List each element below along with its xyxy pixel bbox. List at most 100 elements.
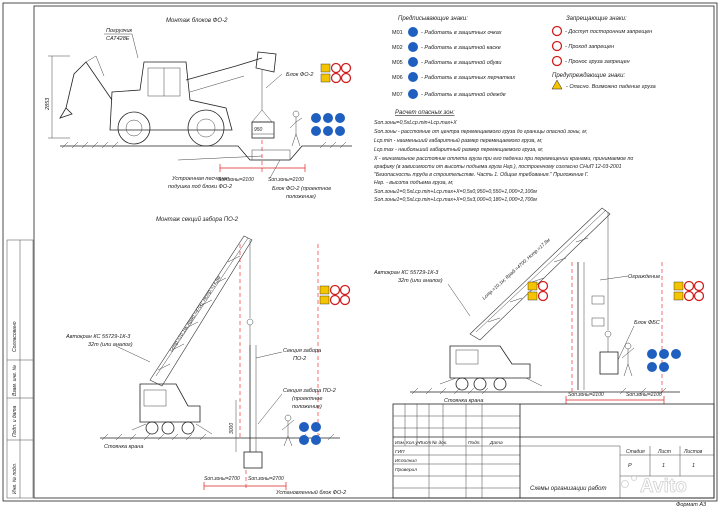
sand-cushion-label-2: подушка под блоки ФО-2 bbox=[168, 184, 232, 190]
calc-line-5: X - минимальное расстояние отлета груза … bbox=[373, 156, 633, 162]
warning-text: - Опасно. Возможно падение груза bbox=[566, 84, 656, 90]
prohibition-1: - Доступ посторонним запрещен bbox=[565, 29, 652, 35]
loader-drawing bbox=[48, 51, 277, 147]
sign-text-3: - Работать в защитной обуви bbox=[421, 59, 501, 66]
watermark-text: Avito bbox=[640, 476, 687, 497]
sign-cluster-top bbox=[311, 62, 352, 136]
crane-left-label: Автокран КС 55729-1К-3 bbox=[65, 334, 131, 340]
crane-stand-left: Стоянка крана bbox=[104, 444, 143, 450]
sign-text-4: - Работать в защитных перчатках bbox=[421, 75, 515, 81]
calc-line-2: Sоп.зоны - расстояние от центра перемеща… bbox=[374, 128, 588, 135]
tb-header-date: Дата bbox=[489, 440, 503, 446]
tb-header-change: Изм. bbox=[395, 440, 405, 446]
calc-line-1: Sоп.зоны=0,5хLср.min+Lср.max+X bbox=[374, 120, 457, 126]
sign-text-5: - Работать в защитной одежде bbox=[421, 91, 506, 98]
block-design-label: Блок ФО-2 (проектное bbox=[272, 186, 331, 192]
tb-header-sheet: Лист bbox=[418, 440, 431, 446]
calc-line-9: Sоп.зоны1=0,5хLср.min+Lср.max+X=0,5х0,95… bbox=[374, 189, 537, 195]
prohibition-2: - Проход запрещен bbox=[565, 44, 614, 50]
prohibition-list: - Доступ посторонним запрещен - Проход з… bbox=[551, 25, 652, 67]
tb-stage-label: Стадия bbox=[626, 449, 645, 455]
sign-code-5: М07 bbox=[392, 92, 403, 98]
sign-cluster-mid-left bbox=[299, 284, 351, 445]
sign-cluster-right bbox=[527, 280, 705, 372]
right-crane-drawing bbox=[410, 207, 680, 404]
gloves-icon bbox=[408, 72, 418, 82]
watermark: Avito bbox=[621, 475, 687, 497]
block-design-label-2: положение) bbox=[286, 194, 316, 200]
no-passage-icon bbox=[551, 40, 563, 52]
prohibition-3: - Пронос груза запрещен bbox=[565, 59, 630, 65]
left-crane-drawing bbox=[100, 235, 340, 490]
fbs-label: Блок ФБС bbox=[634, 320, 660, 326]
sheet-format: Формат А3 bbox=[676, 502, 707, 508]
tb-sheets-value: 1 bbox=[692, 463, 695, 469]
zone-top-2: Sоп.зоны=2100 bbox=[268, 177, 304, 183]
sand-cushion-label: Устроенная песчаная bbox=[171, 176, 229, 182]
sheet-frame bbox=[2, 2, 718, 502]
falling-load-icon bbox=[551, 79, 563, 90]
side-stamp: Согласовано Взам. инв. № Подп. и дата Ин… bbox=[6, 239, 34, 499]
helmet-icon bbox=[408, 42, 418, 52]
top-section-title: Монтаж блоков ФО-2 bbox=[166, 18, 228, 24]
fence-design-label-3: положение) bbox=[292, 404, 322, 410]
sign-code-2: М02 bbox=[392, 45, 403, 51]
loader-model: CAT428E bbox=[106, 36, 130, 42]
inner-frame bbox=[33, 5, 715, 499]
top-ground bbox=[60, 70, 352, 179]
tb-sheet-value: 1 bbox=[662, 463, 665, 469]
sign-text-1: - Работать в защитных очках bbox=[421, 30, 502, 36]
zone-top-1: Sоп.зоны=2100 bbox=[218, 177, 254, 183]
tb-stage-value: Р bbox=[628, 463, 632, 469]
calc-title: Расчет опасных зон: bbox=[395, 110, 455, 116]
calc-line-6: графику (в зависимости от высоты подъема… bbox=[374, 164, 622, 170]
stamp-inventory: Инв. № подл. bbox=[12, 463, 18, 494]
no-carry-icon bbox=[551, 55, 563, 67]
crane-left-label-2: 32т (или аналог) bbox=[88, 342, 133, 348]
tb-sheets-label: Листов bbox=[683, 449, 703, 455]
calc-line-8: Нгр. - высота подъема груза, м; bbox=[374, 180, 454, 186]
no-entry-icon bbox=[551, 25, 563, 37]
dim-950: 950 bbox=[254, 127, 263, 133]
loader-label: Погрузчик bbox=[106, 28, 133, 34]
fence-design-label: Секция забора ПО-2 bbox=[283, 388, 336, 394]
clothing-icon bbox=[408, 89, 418, 99]
calc-line-7: "Безопасность труда в строительстве. Час… bbox=[374, 172, 589, 178]
dim-3000: 3000 bbox=[229, 423, 235, 434]
warning-title: Предупреждающие знаки: bbox=[552, 73, 625, 79]
crane-stand-right: Стоянка крана bbox=[444, 398, 483, 404]
zone-right-2: Sоп.зоны=2100 bbox=[626, 392, 662, 398]
block-fo2-label: Блок ФО-2 bbox=[286, 72, 313, 78]
fence-section-label-2: ПО-2 bbox=[293, 356, 306, 362]
sign-text-2: - Работать в защитной каске bbox=[421, 44, 501, 51]
prohibition-title: Запрещающие знаки: bbox=[566, 16, 627, 22]
prescriptive-title: Предписывающие знаки: bbox=[398, 16, 468, 22]
dim-height: 2853 bbox=[45, 97, 51, 111]
zone-left-2: Sоп.зоны=2700 bbox=[248, 476, 284, 482]
calc-line-3: Lср.min - наименьший габаритный размер п… bbox=[374, 137, 543, 144]
sign-code-4: М06 bbox=[392, 75, 403, 81]
sign-code-3: М05 bbox=[392, 60, 403, 66]
tb-row-executor: Исполнил bbox=[395, 458, 417, 464]
stamp-replace: Взам. инв. № bbox=[12, 364, 18, 396]
tb-sheet-label: Лист bbox=[657, 449, 671, 455]
crane-right-label: Автокран КС 55729-1К-3 bbox=[373, 270, 439, 276]
fence-design-label-2: (проектное bbox=[292, 396, 322, 402]
calc-block: Расчет опасных зон: Sоп.зоны=0,5хLср.min… bbox=[373, 110, 633, 203]
sign-code-1: М01 bbox=[392, 30, 403, 36]
installed-block-label: Установленный блок ФО-2 bbox=[275, 489, 346, 496]
zone-left-1: Sоп.зоны=2700 bbox=[204, 476, 240, 482]
fence-section-label: Секция забора bbox=[283, 348, 321, 354]
boots-icon bbox=[408, 57, 418, 67]
calc-line-4: Lср.max - наибольший габаритный размер п… bbox=[374, 146, 544, 153]
title-block bbox=[392, 403, 715, 499]
stamp-agreed: Согласовано bbox=[12, 321, 18, 352]
calc-line-10: Sоп.зоны1=0,5хLср.min+Lср.max+X=0,5х3,00… bbox=[374, 197, 537, 203]
tb-header-doc: № док. bbox=[432, 440, 447, 446]
tb-row-gip: ГИП bbox=[395, 449, 405, 455]
tb-drawing-name: Схемы организации работ bbox=[530, 486, 607, 492]
crane-right-label-2: 32т (или аналог) bbox=[398, 278, 443, 284]
tb-row-checker: Проверил bbox=[395, 467, 417, 473]
prescriptive-list: М01 - Работать в защитных очках М02 - Ра… bbox=[392, 27, 515, 99]
